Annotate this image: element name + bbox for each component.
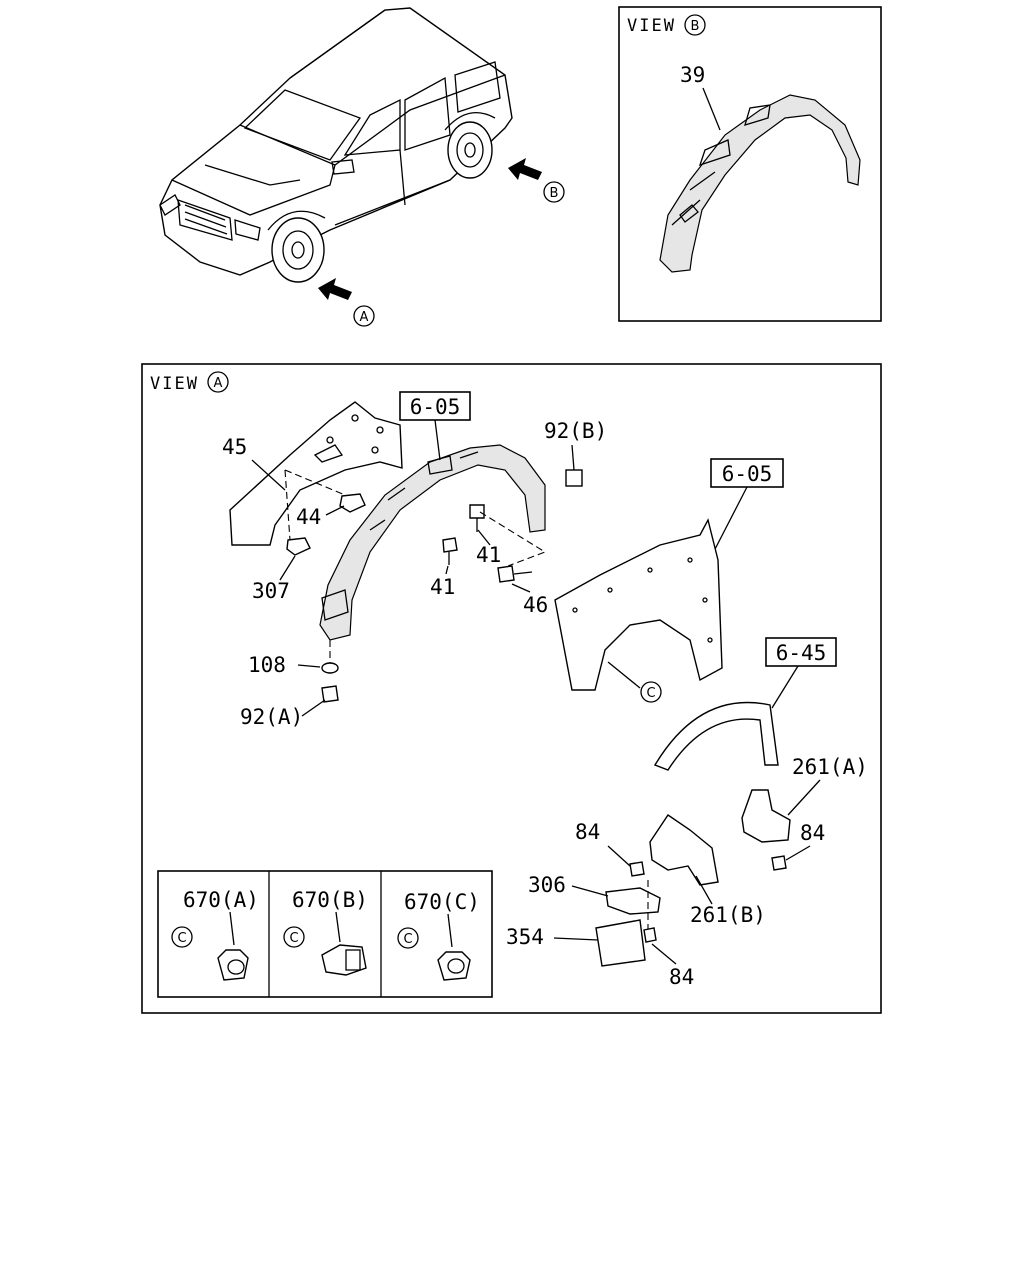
arrow-marker-a: A <box>360 310 369 325</box>
view-arrow-b: B <box>508 158 565 203</box>
clip-label-670a: 670(A) <box>183 888 259 912</box>
clip-label-670c: 670(C) <box>404 890 480 914</box>
callout-84-upper: 84 <box>575 820 600 844</box>
callout-84-lower: 84 <box>669 965 694 989</box>
ref-box-6-05-liner: 6-05 <box>410 395 461 419</box>
callout-261b: 261(B) <box>690 903 766 927</box>
callout-307: 307 <box>252 579 290 603</box>
view-arrow-a: A <box>318 278 375 327</box>
callout-41-lower: 41 <box>430 575 455 599</box>
view-b-title: VIEW <box>627 16 676 36</box>
callout-108: 108 <box>248 653 286 677</box>
clip-table: 670(A) C 670(B) C 670(C) C <box>157 870 493 998</box>
callout-92b: 92(B) <box>544 419 607 443</box>
ref-box-6-45: 6-45 <box>776 641 827 665</box>
part-45-splash-shield <box>229 401 403 546</box>
ref-box-6-05-fender: 6-05 <box>722 462 773 486</box>
callout-46: 46 <box>523 593 548 617</box>
clip-cell-670a: 670(A) C <box>171 888 259 981</box>
mudguard-261b <box>649 814 719 886</box>
clip-label-670b: 670(B) <box>292 888 368 912</box>
flap-354 <box>595 919 646 967</box>
vehicle-illustration <box>159 7 513 283</box>
view-a-marker: A <box>214 376 223 391</box>
bracket-261a <box>741 789 791 843</box>
clip-marker-fender: C <box>646 686 655 701</box>
callout-306: 306 <box>528 873 566 897</box>
clip-cell-670c: 670(C) C <box>397 890 480 981</box>
view-a-panel: VIEW A 45 44 307 6-05 6-05 92(B) <box>141 363 882 1014</box>
callout-45: 45 <box>222 435 247 459</box>
view-a-title: VIEW <box>150 374 199 394</box>
clip-cell-670b: 670(B) C <box>283 888 368 976</box>
rear-wheel-liner <box>659 94 861 273</box>
clip-marker-670b: C <box>289 931 298 946</box>
front-wheel-liner <box>319 444 546 641</box>
front-fender <box>554 518 723 691</box>
callout-41-upper: 41 <box>476 543 501 567</box>
clip-marker-670c: C <box>403 932 412 947</box>
clip-marker-670a: C <box>177 931 186 946</box>
arrow-marker-b: B <box>550 186 559 201</box>
callout-44: 44 <box>296 505 321 529</box>
view-b-marker: B <box>691 19 700 34</box>
callout-354: 354 <box>506 925 544 949</box>
callout-84-right: 84 <box>800 821 825 845</box>
callout-92a: 92(A) <box>240 705 303 729</box>
callout-261a: 261(A) <box>792 755 868 779</box>
callout-39: 39 <box>680 63 705 87</box>
fender-flare <box>653 701 779 771</box>
bracket-306 <box>605 887 661 915</box>
view-b-panel: VIEW B 39 <box>618 6 882 322</box>
